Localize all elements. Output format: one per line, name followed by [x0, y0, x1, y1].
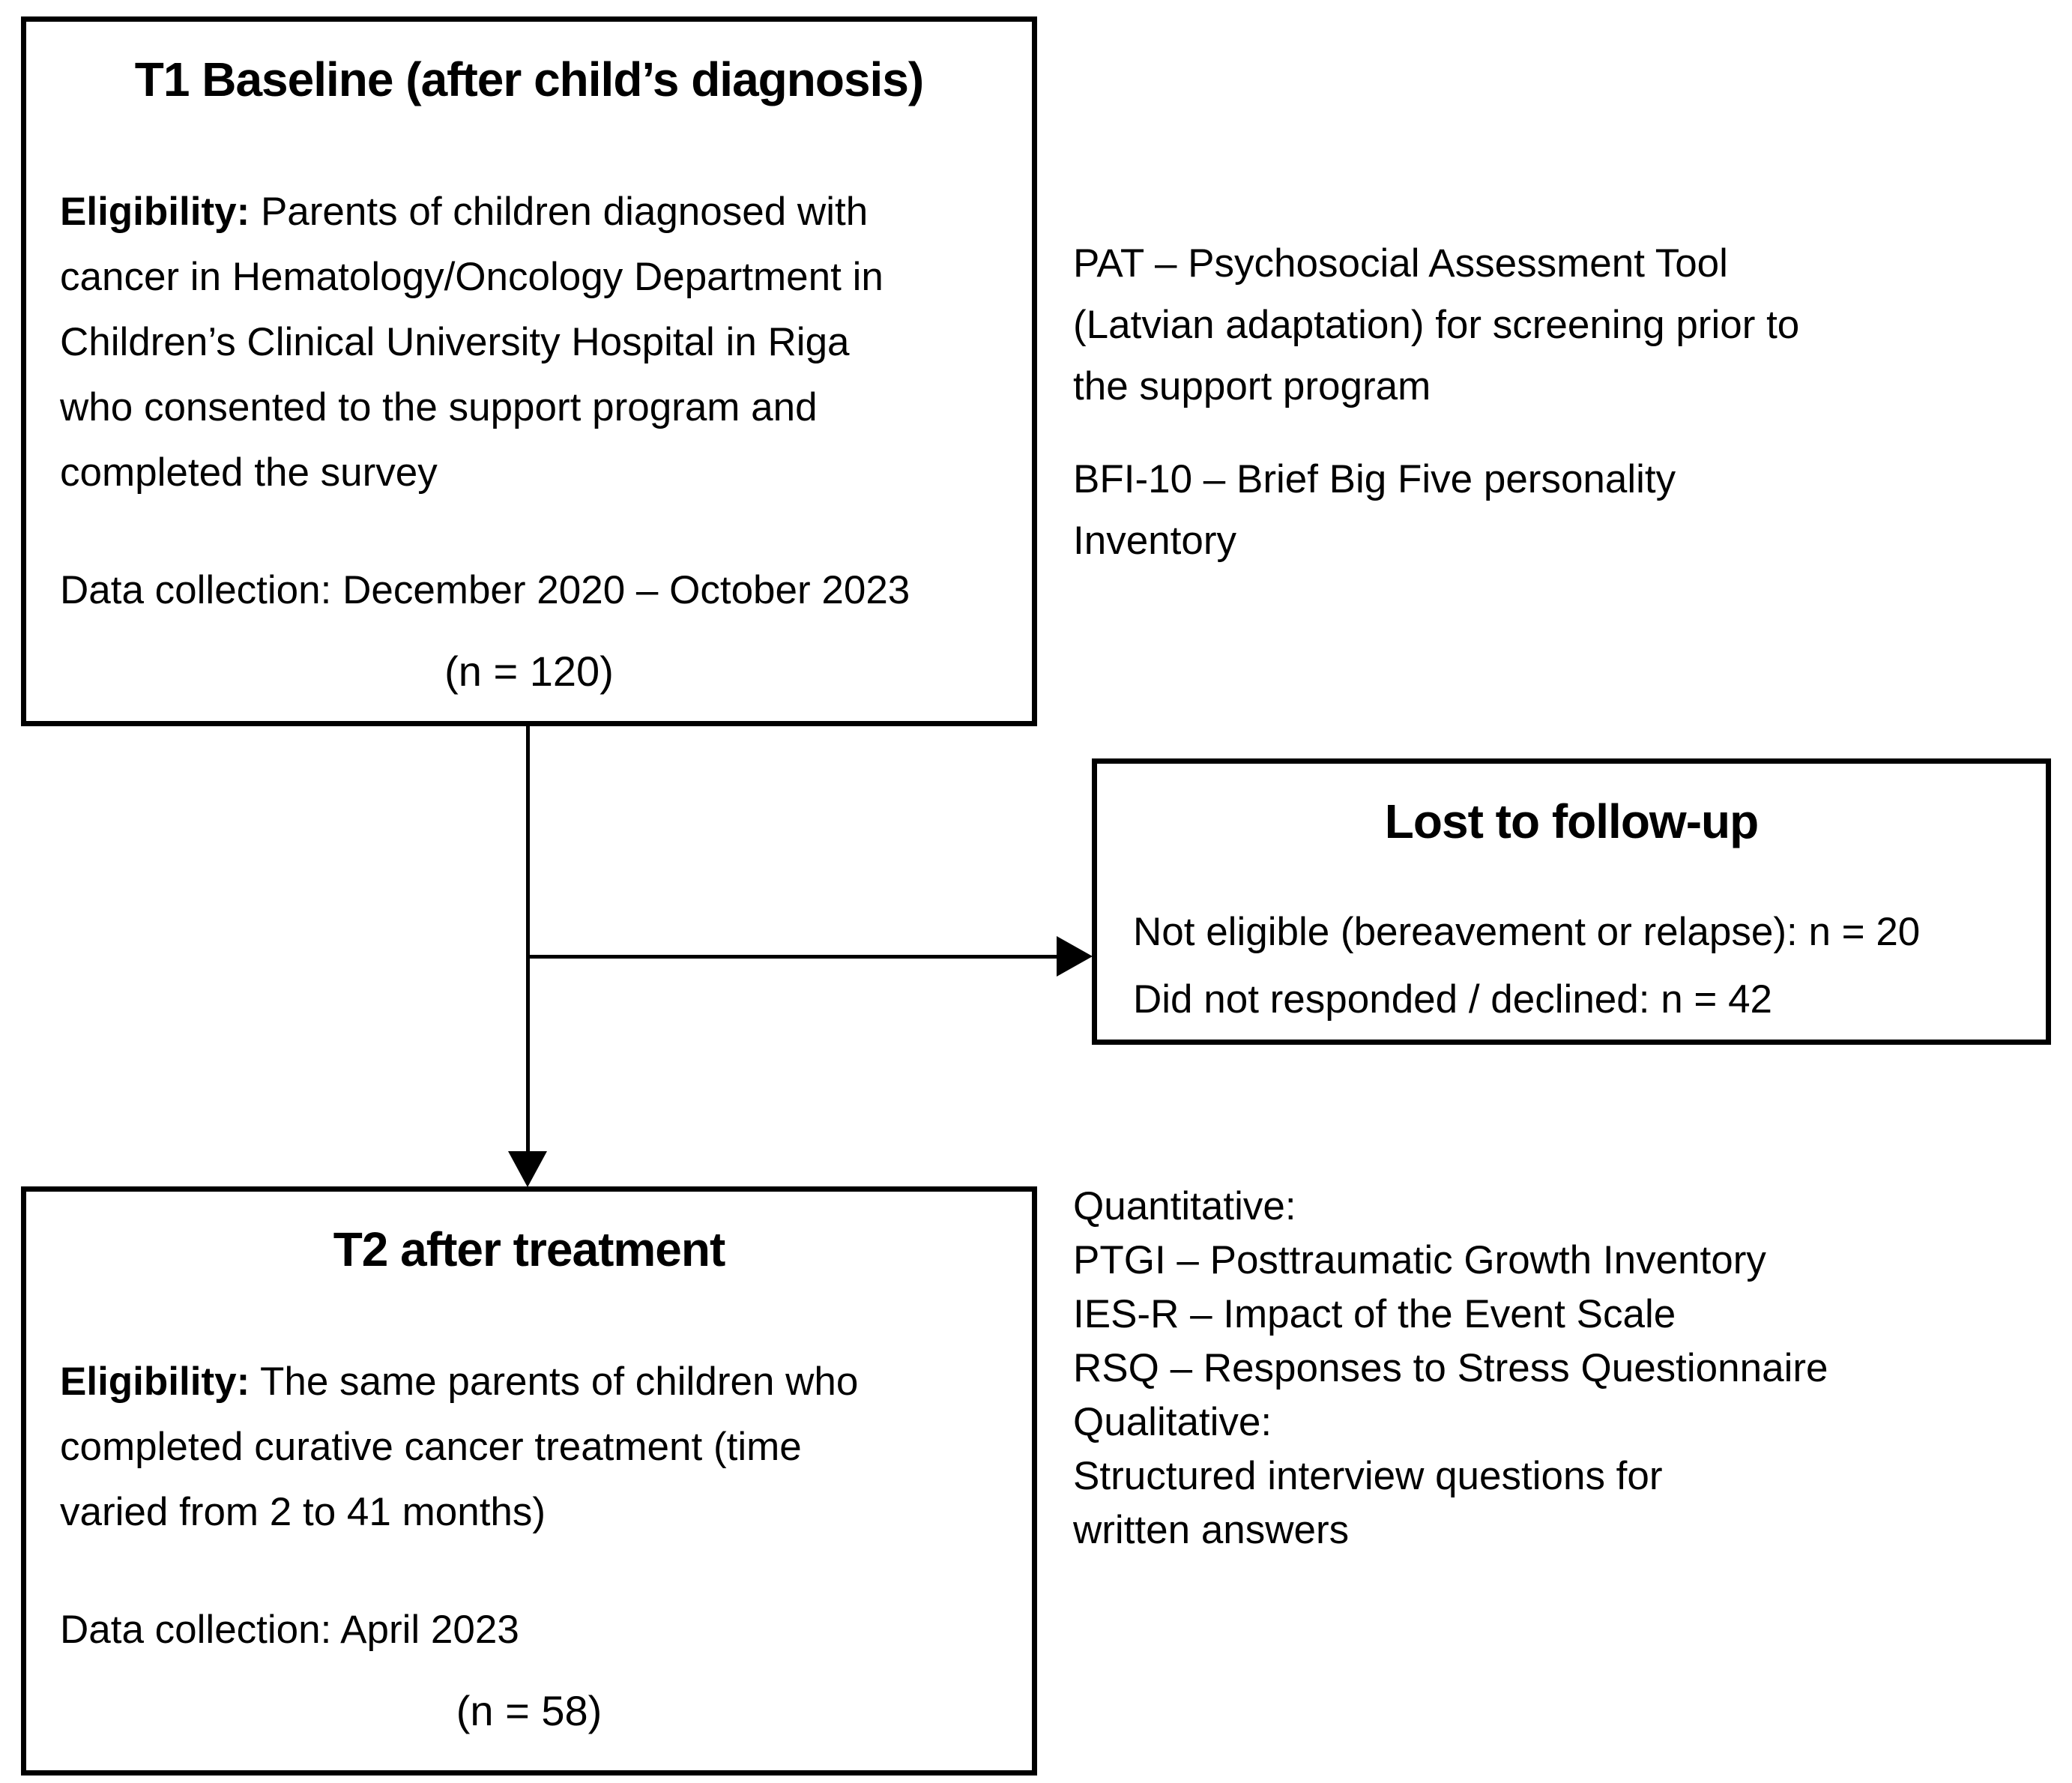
- t1-eligibility-first-line: Eligibility: Parents of children diagnos…: [60, 179, 998, 244]
- t1-eligibility-wrapped-lines: cancer in Hematology/Oncology Department…: [60, 244, 998, 505]
- t1-to-t2-connector-line: [526, 725, 530, 1151]
- t1-measures-note: PAT – Psychosocial Assessment Tool (Latvi…: [1073, 233, 1799, 572]
- text-line: Children’s Clinical University Hospital …: [60, 320, 850, 364]
- text-line: Quantitative:: [1073, 1184, 1296, 1228]
- text-line: cancer in Hematology/Oncology Department…: [60, 255, 884, 299]
- text-line: the support program: [1073, 364, 1431, 408]
- text-line: BFI-10 – Brief Big Five personality: [1073, 457, 1676, 501]
- t2-eligibility-first-line-rest: The same parents of children who: [250, 1360, 859, 1404]
- text-line: who consented to the support program and: [60, 385, 818, 429]
- t2-sample-size: (n = 58): [456, 1687, 602, 1734]
- t1-box-title: T1 Baseline (after child’s diagnosis): [134, 52, 924, 106]
- pat-note: PAT – Psychosocial Assessment Tool (Latvi…: [1073, 233, 1799, 417]
- text-line: Qualitative:: [1073, 1400, 1272, 1444]
- text-line: varied from 2 to 41 months): [60, 1490, 546, 1534]
- arrow-right-icon: [1057, 936, 1093, 977]
- t2-eligibility-wrapped-lines: completed curative cancer treatment (tim…: [60, 1414, 998, 1545]
- text-line: Did not responded / declined: n = 42: [1133, 977, 1773, 1022]
- text-line: PTGI – Posttraumatic Growth Inventory: [1073, 1238, 1766, 1282]
- arrow-down-icon: [508, 1151, 547, 1187]
- t2-data-collection: Data collection: April 2023: [60, 1608, 519, 1652]
- lost-to-followup-box: Lost to follow-up Not eligible (bereavem…: [1092, 758, 2051, 1045]
- t1-sample-size: (n = 120): [444, 648, 614, 695]
- text-line: completed the survey: [60, 450, 438, 495]
- t1-to-lost-connector-line: [526, 955, 1057, 959]
- text-line: IES-R – Impact of the Event Scale: [1073, 1292, 1676, 1336]
- t2-measures-note: Quantitative: PTGI – Posttraumatic Growth…: [1073, 1180, 1828, 1557]
- t1-eligibility-label: Eligibility:: [60, 190, 250, 234]
- text-line: RSQ – Responses to Stress Questionnaire: [1073, 1346, 1828, 1390]
- text-line: Inventory: [1073, 519, 1237, 563]
- t2-box-title: T2 after treatment: [333, 1222, 726, 1276]
- text-line: Not eligible (bereavement or relapse): n…: [1133, 910, 1921, 954]
- text-line: (Latvian adaptation) for screening prior…: [1073, 303, 1800, 347]
- t2-eligibility-first-line: Eligibility: The same parents of childre…: [60, 1349, 998, 1414]
- t1-data-collection: Data collection: December 2020 – October…: [60, 568, 910, 612]
- t2-after-treatment-box: T2 after treatment Eligibility: The same…: [21, 1186, 1037, 1776]
- t2-eligibility-label: Eligibility:: [60, 1360, 250, 1404]
- lost-box-title: Lost to follow-up: [1384, 794, 1759, 848]
- t2-eligibility-paragraph: Eligibility: The same parents of childre…: [60, 1349, 998, 1545]
- lost-box-lines: Not eligible (bereavement or relapse): n…: [1133, 899, 2010, 1034]
- text-line: completed curative cancer treatment (tim…: [60, 1425, 802, 1469]
- text-line: Structured interview questions for: [1073, 1454, 1663, 1498]
- text-line: PAT – Psychosocial Assessment Tool: [1073, 241, 1728, 286]
- text-line: written answers: [1073, 1508, 1350, 1552]
- t1-baseline-box: T1 Baseline (after child’s diagnosis) El…: [21, 16, 1037, 726]
- t1-eligibility-first-line-rest: Parents of children diagnosed with: [250, 190, 869, 234]
- t1-eligibility-paragraph: Eligibility: Parents of children diagnos…: [60, 179, 998, 505]
